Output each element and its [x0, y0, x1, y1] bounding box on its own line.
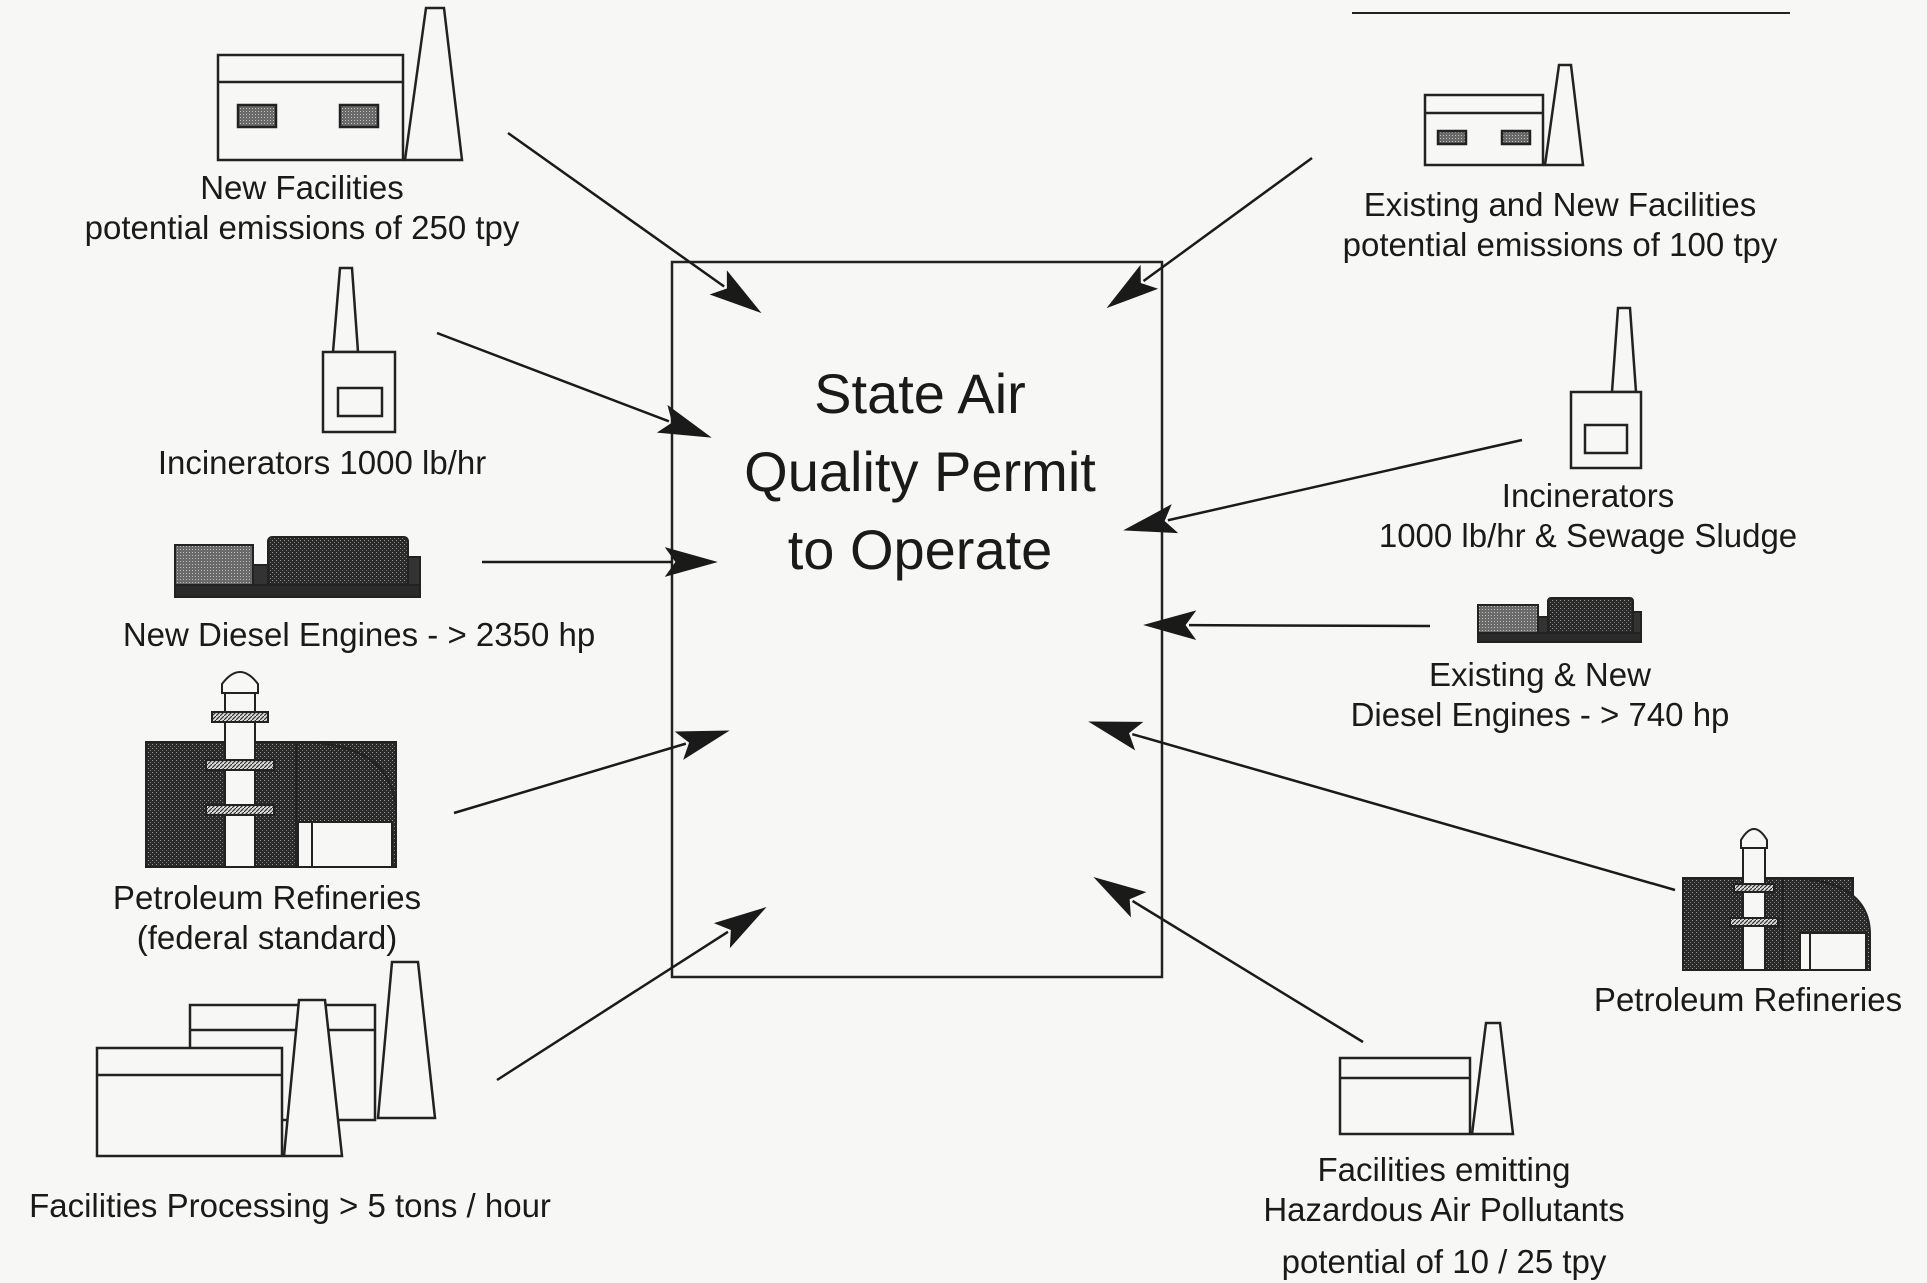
processing-facilities-icon [95, 960, 437, 1158]
arrow-diesel-left [482, 547, 718, 577]
arrow-incinerators-left-shaft [436, 331, 670, 423]
arrow-diesel-right [1143, 610, 1431, 641]
label-incinerators-right: Incinerators 1000 lb/hr & Sewage Sludge [1378, 477, 1798, 554]
arrow-diesel-right-shaft [1188, 623, 1431, 628]
arrow-incinerators-left [436, 331, 712, 438]
label-existing-new-diesel: Existing & New Diesel Engines - > 740 hp [1350, 656, 1730, 733]
label-hazardous-facilities: Facilities emitting Hazardous Air Pollut… [1263, 1151, 1625, 1280]
arrow-existing-facilities-shaft [1142, 156, 1313, 283]
arrow-new-facilities-head [709, 270, 762, 314]
permit-title-line1: State Air [814, 362, 1026, 425]
arrow-refineries-right-head [1088, 721, 1144, 751]
arrow-new-facilities-shaft [507, 131, 725, 288]
permit-title-line3: to Operate [787, 518, 1053, 581]
diesel-engine-right-icon [1477, 597, 1642, 643]
arrow-refineries-right-shaft [1131, 732, 1676, 892]
arrow-incinerators-right-shaft [1167, 438, 1523, 522]
refinery-right-icon [1682, 828, 1871, 971]
arrow-new-facilities [507, 131, 762, 314]
arrow-hazardous-shaft [1131, 899, 1364, 1044]
arrow-hazardous [1093, 877, 1364, 1044]
permit-title-line2: Quality Permit [744, 440, 1096, 503]
diesel-engine-left-icon [174, 536, 421, 598]
hazardous-facilities-factory-icon [1338, 1021, 1515, 1136]
label-incinerators-left: Incinerators 1000 lb/hr [157, 444, 487, 481]
permit-box [670, 260, 1164, 979]
arrow-refineries-left-head [674, 730, 730, 760]
label-petroleum-refineries-right: Petroleum Refineries [1593, 981, 1903, 1018]
incinerator-left-icon [321, 266, 397, 434]
label-new-diesel-engines: New Diesel Engines - > 2350 hp [122, 616, 596, 653]
label-petroleum-refineries-left: Petroleum Refineries (federal standard) [112, 879, 422, 956]
incinerator-right-icon [1569, 306, 1643, 470]
arrow-refineries-left-shaft [453, 742, 687, 815]
arrow-incinerators-right-head [1123, 504, 1179, 534]
arrow-refineries-right [1088, 721, 1676, 892]
arrow-processing [496, 906, 767, 1082]
arrow-hazardous-head [1093, 877, 1147, 918]
arrow-existing-facilities-head [1106, 264, 1159, 309]
permit-title: State Air Quality Permit to Operate [744, 355, 1096, 589]
arrow-diesel-right-head [1143, 610, 1197, 641]
arrow-incinerators-right [1123, 438, 1523, 534]
arrow-incinerators-left-head [656, 404, 712, 438]
refinery-left-icon [145, 671, 397, 868]
arrow-processing-head [713, 906, 767, 949]
arrow-existing-facilities [1106, 156, 1313, 309]
label-existing-new-facilities: Existing and New Facilities potential em… [1342, 186, 1778, 263]
arrow-diesel-left-head [664, 547, 718, 577]
label-new-facilities: New Facilities potential emissions of 25… [84, 169, 520, 246]
new-facilities-factory-icon [216, 6, 464, 162]
arrow-refineries-left [453, 730, 730, 815]
arrow-processing-shaft [496, 930, 729, 1082]
existing-facilities-factory-icon [1423, 63, 1585, 167]
label-facilities-processing: Facilities Processing > 5 tons / hour [29, 1187, 551, 1224]
